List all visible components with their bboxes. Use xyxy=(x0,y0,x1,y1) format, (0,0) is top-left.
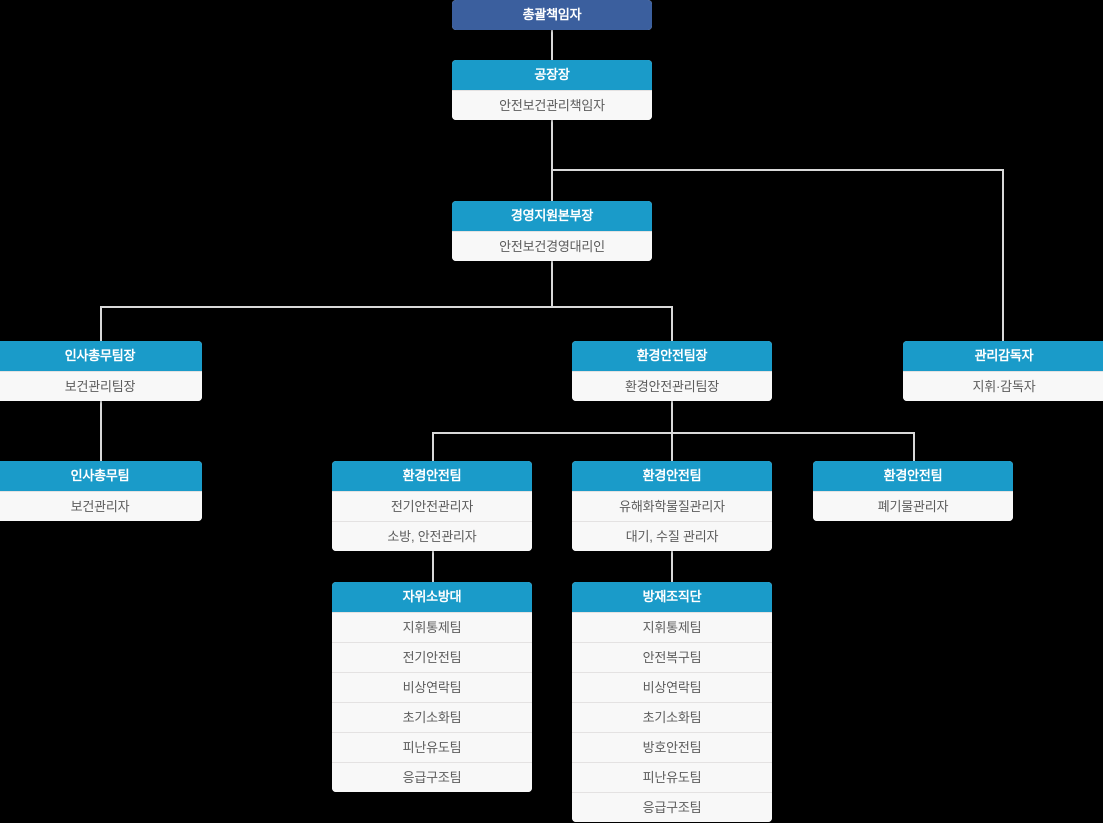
node-fire-brigade[interactable]: 자위소방대 지휘통제팀 전기안전팀 비상연락팀 초기소화팀 피난유도팀 응급구조… xyxy=(332,582,532,792)
node-fire-brigade-header: 자위소방대 xyxy=(332,582,532,612)
connector-to-hr-lead xyxy=(100,306,102,341)
node-disaster-org-cell-2: 비상연락팀 xyxy=(572,672,772,702)
node-disaster-org-cell-4: 방호안전팀 xyxy=(572,732,772,762)
node-plant-manager[interactable]: 공장장 안전보건관리책임자 xyxy=(452,60,652,120)
node-env-team-2-header: 환경안전팀 xyxy=(572,461,772,491)
node-fire-brigade-cell-2: 비상연락팀 xyxy=(332,672,532,702)
node-env-safety-lead-header: 환경안전팀장 xyxy=(572,341,772,371)
connector-branch-bar-level2 xyxy=(551,169,1004,171)
node-disaster-org-cell-0: 지휘통제팀 xyxy=(572,612,772,642)
node-env-team-1[interactable]: 환경안전팀 전기안전관리자 소방, 안전관리자 xyxy=(332,461,532,551)
node-mgmt-support-header: 경영지원본부장 xyxy=(452,201,652,231)
connector-env-team-2-to-disaster-org xyxy=(671,549,673,582)
connector-root-to-plant xyxy=(551,30,553,60)
node-supervisor[interactable]: 관리감독자 지휘·감독자 xyxy=(903,341,1103,401)
connector-branch-bar-env-teams xyxy=(432,432,914,434)
node-fire-brigade-cell-1: 전기안전팀 xyxy=(332,642,532,672)
node-disaster-org-cell-3: 초기소화팀 xyxy=(572,702,772,732)
node-env-team-1-cell-1: 소방, 안전관리자 xyxy=(332,521,532,551)
node-env-team-3-cell-0: 폐기물관리자 xyxy=(813,491,1013,521)
node-env-team-2[interactable]: 환경안전팀 유해화학물질관리자 대기, 수질 관리자 xyxy=(572,461,772,551)
node-hr-team[interactable]: 인사총무팀 보건관리자 xyxy=(0,461,202,521)
node-env-team-3-header: 환경안전팀 xyxy=(813,461,1013,491)
node-fire-brigade-cell-5: 응급구조팀 xyxy=(332,762,532,792)
node-mgmt-support-cell-0: 안전보건경영대리인 xyxy=(452,231,652,261)
node-root-header: 총괄책임자 xyxy=(452,0,652,30)
connector-env-lead-trunk xyxy=(671,401,673,433)
node-hr-team-header: 인사총무팀 xyxy=(0,461,202,491)
connector-env-team-1-to-fire-brigade xyxy=(432,549,434,582)
node-hr-lead-header: 인사총무팀장 xyxy=(0,341,202,371)
node-disaster-org-header: 방재조직단 xyxy=(572,582,772,612)
node-disaster-org[interactable]: 방재조직단 지휘통제팀 안전복구팀 비상연락팀 초기소화팀 방호안전팀 피난유도… xyxy=(572,582,772,822)
node-fire-brigade-cell-3: 초기소화팀 xyxy=(332,702,532,732)
connector-branch-bar-level3 xyxy=(100,306,673,308)
node-supervisor-header: 관리감독자 xyxy=(903,341,1103,371)
node-plant-manager-cell-0: 안전보건관리책임자 xyxy=(452,90,652,120)
node-plant-manager-header: 공장장 xyxy=(452,60,652,90)
node-hr-lead-cell-0: 보건관리팀장 xyxy=(0,371,202,401)
node-mgmt-support[interactable]: 경영지원본부장 안전보건경영대리인 xyxy=(452,201,652,261)
node-disaster-org-cell-5: 피난유도팀 xyxy=(572,762,772,792)
node-env-team-1-header: 환경안전팀 xyxy=(332,461,532,491)
connector-hr-lead-to-hr-team xyxy=(100,401,102,461)
node-env-team-2-cell-1: 대기, 수질 관리자 xyxy=(572,521,772,551)
connector-mgmt-trunk xyxy=(551,261,553,307)
node-hr-team-cell-0: 보건관리자 xyxy=(0,491,202,521)
node-env-team-1-cell-0: 전기안전관리자 xyxy=(332,491,532,521)
node-env-team-3[interactable]: 환경안전팀 폐기물관리자 xyxy=(813,461,1013,521)
node-env-safety-lead[interactable]: 환경안전팀장 환경안전관리팀장 xyxy=(572,341,772,401)
node-root[interactable]: 총괄책임자 xyxy=(452,0,652,30)
connector-to-env-team-1 xyxy=(432,432,434,461)
connector-to-env-team-2 xyxy=(671,432,673,461)
node-fire-brigade-cell-0: 지휘통제팀 xyxy=(332,612,532,642)
node-env-team-2-cell-0: 유해화학물질관리자 xyxy=(572,491,772,521)
node-supervisor-cell-0: 지휘·감독자 xyxy=(903,371,1103,401)
node-env-safety-lead-cell-0: 환경안전관리팀장 xyxy=(572,371,772,401)
node-hr-lead[interactable]: 인사총무팀장 보건관리팀장 xyxy=(0,341,202,401)
connector-plant-trunk xyxy=(551,120,553,170)
node-disaster-org-cell-1: 안전복구팀 xyxy=(572,642,772,672)
connector-to-env-team-3 xyxy=(913,432,915,461)
node-disaster-org-cell-6: 응급구조팀 xyxy=(572,792,772,822)
node-fire-brigade-cell-4: 피난유도팀 xyxy=(332,732,532,762)
connector-to-env-safety-lead xyxy=(671,306,673,341)
connector-to-mgmt-support xyxy=(551,169,553,201)
connector-to-supervisor xyxy=(1002,169,1004,341)
